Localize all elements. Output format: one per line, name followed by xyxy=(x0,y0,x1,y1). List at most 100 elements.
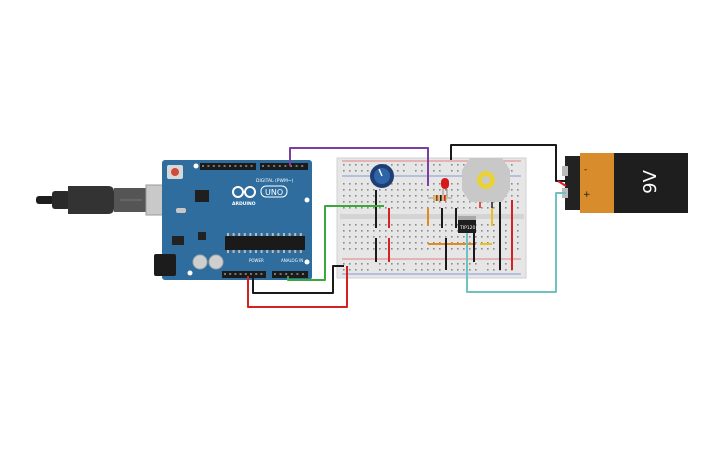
rail-hole xyxy=(355,263,357,265)
chip-pin xyxy=(255,250,257,253)
rail-hole xyxy=(349,164,351,166)
atmega-pins xyxy=(227,233,302,253)
header-pin xyxy=(239,165,242,167)
breadboard-hole xyxy=(517,189,519,191)
breadboard-hole xyxy=(445,207,447,209)
mount-hole-4 xyxy=(187,270,193,276)
chip-pin xyxy=(238,250,241,253)
breadboard-hole xyxy=(349,248,351,250)
rail-hole xyxy=(475,263,477,265)
wire-teal-battery[interactable] xyxy=(466,192,566,293)
chip-pin xyxy=(288,233,291,236)
breadboard-hole xyxy=(397,236,399,238)
breadboard-hole xyxy=(481,236,483,238)
header-pin xyxy=(239,273,242,275)
rail-hole xyxy=(511,170,513,172)
rail-hole xyxy=(505,263,507,265)
arduino-uno-board[interactable]: DIGITAL (PWM~) UNO ARDUINO POWER ANALOG … xyxy=(154,160,312,280)
breadboard-hole xyxy=(367,230,369,232)
breadboard-hole xyxy=(349,195,351,197)
breadboard-hole xyxy=(481,242,483,244)
wire-red-battery[interactable] xyxy=(557,180,567,187)
rail-hole xyxy=(421,170,423,172)
chip-pin xyxy=(266,233,269,236)
header-pin xyxy=(301,165,304,167)
battery-9v[interactable]: - + 9V xyxy=(562,153,688,213)
breadboard-hole xyxy=(457,230,459,232)
rail-hole xyxy=(457,164,459,166)
breadboard-hole xyxy=(487,248,489,250)
breadboard-hole xyxy=(367,236,369,238)
rail-hole xyxy=(361,164,363,166)
breadboard-hole xyxy=(427,195,429,197)
breadboard-hole xyxy=(433,224,435,226)
breadboard-hole xyxy=(517,195,519,197)
wire-red-power[interactable] xyxy=(247,266,348,308)
breadboard-hole xyxy=(367,183,369,185)
breadboard-hole xyxy=(481,224,483,226)
breadboard-hole xyxy=(379,195,381,197)
breadboard-hole xyxy=(385,242,387,244)
analog-header xyxy=(272,271,308,278)
rail-hole xyxy=(463,269,465,271)
breadboard-hole xyxy=(343,236,345,238)
chip-pin xyxy=(271,233,274,236)
breadboard-hole xyxy=(349,183,351,185)
header-pin xyxy=(290,273,293,275)
power-jack[interactable] xyxy=(154,254,176,276)
arduino-logo-right-ring xyxy=(244,186,256,198)
rail-hole xyxy=(457,263,459,265)
header-pin xyxy=(229,165,231,167)
breadboard-hole xyxy=(343,195,345,197)
usb-cable[interactable] xyxy=(36,184,173,216)
breadboard-hole xyxy=(397,183,399,185)
potentiometer[interactable] xyxy=(370,164,394,188)
wire-green[interactable] xyxy=(287,205,384,281)
header-pin xyxy=(212,165,215,167)
breadboard-hole xyxy=(355,189,357,191)
rail-hole xyxy=(391,164,393,166)
digital-header-label: DIGITAL (PWM~) xyxy=(256,178,294,184)
breadboard-hole xyxy=(361,248,363,250)
breadboard-hole xyxy=(355,195,357,197)
power-header xyxy=(222,271,266,278)
breadboard-hole xyxy=(505,248,507,250)
rail-hole xyxy=(457,170,459,172)
breadboard-hole xyxy=(403,224,405,226)
rail-hole xyxy=(397,269,399,271)
usb-cable-end xyxy=(36,196,54,204)
breadboard-hole xyxy=(367,248,369,250)
breadboard-hole xyxy=(367,224,369,226)
transistor-tip120[interactable]: TIP120 xyxy=(458,216,476,233)
rail-hole xyxy=(451,170,453,172)
wire-purple[interactable] xyxy=(289,147,429,186)
breadboard-hole xyxy=(445,224,447,226)
breadboard-hole xyxy=(409,242,411,244)
breadboard-hole xyxy=(403,230,405,232)
breadboard-hole xyxy=(451,201,453,203)
breadboard-hole xyxy=(397,242,399,244)
breadboard-hole xyxy=(361,201,363,203)
breadboard-hole xyxy=(439,242,441,244)
breadboard-hole xyxy=(349,224,351,226)
resistor-band-2 xyxy=(440,195,442,201)
breadboard-hole xyxy=(361,183,363,185)
bottom-header-pins xyxy=(224,273,304,275)
rail-hole xyxy=(367,170,369,172)
rail-hole xyxy=(415,263,417,265)
rail-hole xyxy=(427,263,429,265)
wire-black-ground[interactable] xyxy=(252,265,344,294)
dc-motor[interactable] xyxy=(462,158,510,208)
breadboard-hole xyxy=(373,207,375,209)
breadboard-hole xyxy=(385,230,387,232)
chip-pin xyxy=(249,233,252,236)
breadboard-hole xyxy=(403,236,405,238)
breadboard-hole xyxy=(517,230,519,232)
chip-pin xyxy=(249,250,252,253)
rail-hole xyxy=(361,263,363,265)
breadboard-hole xyxy=(343,207,345,209)
resistor[interactable] xyxy=(428,195,452,201)
breadboard-hole xyxy=(367,189,369,191)
header-pin xyxy=(250,165,253,167)
breadboard-hole xyxy=(487,242,489,244)
